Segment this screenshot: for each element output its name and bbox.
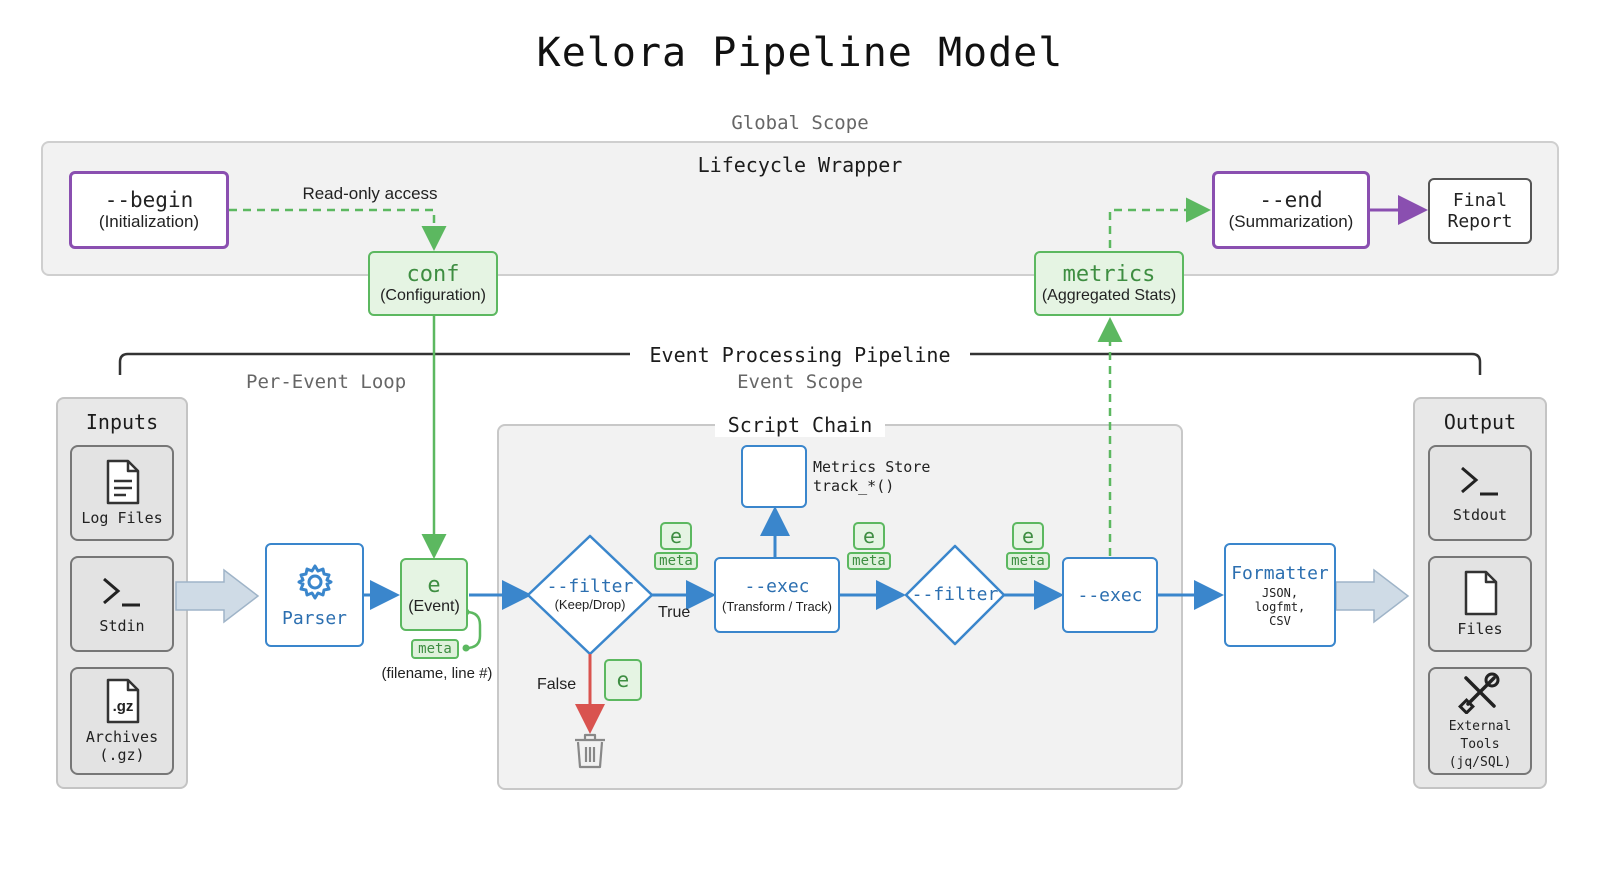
output-external-tools-label: External Tools bbox=[1448, 719, 1512, 752]
conf-desc: (Configuration) bbox=[380, 287, 486, 304]
gear-icon bbox=[297, 564, 332, 599]
parser-box[interactable]: Parser bbox=[265, 543, 364, 647]
begin-name: --begin bbox=[104, 188, 194, 212]
formatter-format-json: JSON, bbox=[1261, 585, 1299, 600]
script-chain-label: Script Chain bbox=[715, 413, 885, 437]
metrics-store-line2: track_*() bbox=[813, 477, 895, 495]
begin-desc: (Initialization) bbox=[98, 212, 200, 231]
metrics-document[interactable]: metrics (Aggregated Stats) bbox=[1034, 251, 1184, 316]
terminal-icon bbox=[1461, 466, 1498, 496]
end-box[interactable]: --end (Summarization) bbox=[1212, 171, 1370, 249]
pipeline-bracket bbox=[118, 352, 1482, 375]
chip-e: e bbox=[853, 522, 885, 550]
exec2-box[interactable]: --exec bbox=[1062, 557, 1158, 633]
event-meta-chip: meta bbox=[411, 639, 459, 659]
input-archives-label2: (.gz) bbox=[99, 746, 145, 764]
metrics-store-line1: Metrics Store bbox=[813, 458, 931, 476]
filter2-name: --filter bbox=[911, 584, 999, 605]
true-label: True bbox=[658, 604, 691, 621]
chip-group-2: e meta bbox=[847, 522, 891, 570]
metrics-name: metrics bbox=[1062, 262, 1156, 287]
begin-box[interactable]: --begin (Initialization) bbox=[69, 171, 229, 249]
output-files-label: Files bbox=[1457, 620, 1503, 638]
chip-meta: meta bbox=[1006, 552, 1050, 570]
end-name: --end bbox=[1259, 188, 1323, 212]
filter1-text: --filter (Keep/Drop) bbox=[540, 576, 640, 612]
output-external-tools-label2: (jq/SQL) bbox=[1448, 755, 1512, 770]
chip-group-1: e meta bbox=[654, 522, 698, 570]
event-scope-label: Event Scope bbox=[737, 371, 863, 393]
chip-meta: meta bbox=[847, 552, 891, 570]
output-stdout[interactable]: Stdout bbox=[1428, 445, 1532, 541]
output-external-tools[interactable]: External Tools (jq/SQL) bbox=[1428, 667, 1532, 775]
input-flow-arrow bbox=[175, 568, 260, 624]
lifecycle-wrapper-label: Lifecycle Wrapper bbox=[697, 153, 903, 177]
metrics-to-end-arrow bbox=[1108, 197, 1211, 248]
exec1-name: --exec bbox=[744, 576, 810, 597]
read-only-label: Read-only access bbox=[302, 184, 438, 203]
exec-transform-box[interactable]: --exec (Transform / Track) bbox=[714, 557, 840, 633]
parser-label: Parser bbox=[281, 607, 348, 629]
event-meta-desc: (filename, line #) bbox=[381, 665, 493, 682]
trash-icon bbox=[575, 733, 605, 769]
exec1-desc: (Transform / Track) bbox=[721, 599, 833, 614]
formatter-format-logfmt: logfmt, bbox=[1254, 599, 1306, 614]
output-flow-arrow bbox=[1335, 568, 1410, 624]
chip-meta: meta bbox=[654, 552, 698, 570]
tools-icon bbox=[1458, 672, 1500, 714]
output-files[interactable]: Files bbox=[1428, 556, 1532, 652]
final-report-line2: Report bbox=[1447, 211, 1513, 232]
event-document[interactable]: e (Event) bbox=[400, 558, 468, 631]
global-scope-label: Global Scope bbox=[731, 112, 869, 134]
diagram-title: Kelora Pipeline Model bbox=[536, 30, 1064, 76]
formatter-name: Formatter bbox=[1231, 562, 1329, 584]
metrics-desc: (Aggregated Stats) bbox=[1041, 287, 1177, 304]
event-desc: (Event) bbox=[408, 598, 460, 615]
conf-name: conf bbox=[406, 262, 460, 287]
file-icon bbox=[1464, 570, 1498, 616]
final-report-box[interactable]: Final Report bbox=[1428, 178, 1532, 244]
filter1-desc: (Keep/Drop) bbox=[554, 597, 626, 612]
event-meta-bracket bbox=[465, 610, 482, 650]
event-name: e bbox=[427, 573, 441, 598]
gz-icon-text: .gz bbox=[112, 698, 134, 715]
final-report-line1: Final bbox=[1452, 190, 1508, 211]
chip-e: e bbox=[1012, 522, 1044, 550]
metrics-store-text: Metrics Store track_*() bbox=[813, 458, 943, 496]
output-stdout-label: Stdout bbox=[1452, 506, 1508, 524]
filter1-name: --filter bbox=[546, 576, 634, 597]
false-label: False bbox=[537, 676, 577, 693]
chip-e: e bbox=[660, 522, 692, 550]
conf-document[interactable]: conf (Configuration) bbox=[368, 251, 498, 316]
end-desc: (Summarization) bbox=[1228, 212, 1354, 231]
terminal-icon bbox=[103, 577, 140, 607]
formatter-format-csv: CSV bbox=[1269, 613, 1291, 628]
inputs-title: Inputs bbox=[85, 410, 159, 434]
file-icon bbox=[106, 459, 140, 505]
pipeline-label: Event Processing Pipeline bbox=[630, 343, 970, 367]
input-log-files[interactable]: Log Files bbox=[70, 445, 174, 541]
input-archives[interactable]: .gz Archives (.gz) bbox=[70, 667, 174, 775]
input-archives-label: Archives bbox=[85, 728, 159, 746]
begin-to-conf-arrow bbox=[229, 208, 447, 251]
input-stdin-label: Stdin bbox=[99, 617, 145, 635]
gz-archive-icon bbox=[106, 678, 140, 724]
exec2-name: --exec bbox=[1077, 584, 1143, 606]
filter2-diamond bbox=[904, 544, 1006, 646]
metrics-store-box[interactable] bbox=[741, 445, 807, 508]
input-log-files-label: Log Files bbox=[81, 509, 163, 527]
chip-group-3: e meta bbox=[1006, 522, 1050, 570]
output-title: Output bbox=[1443, 410, 1517, 434]
per-event-loop-label: Per-Event Loop bbox=[246, 371, 407, 393]
input-stdin[interactable]: Stdin bbox=[70, 556, 174, 652]
formatter-box[interactable]: Formatter JSON, logfmt, CSV bbox=[1224, 543, 1336, 647]
dropped-event-chip: e bbox=[604, 659, 642, 701]
